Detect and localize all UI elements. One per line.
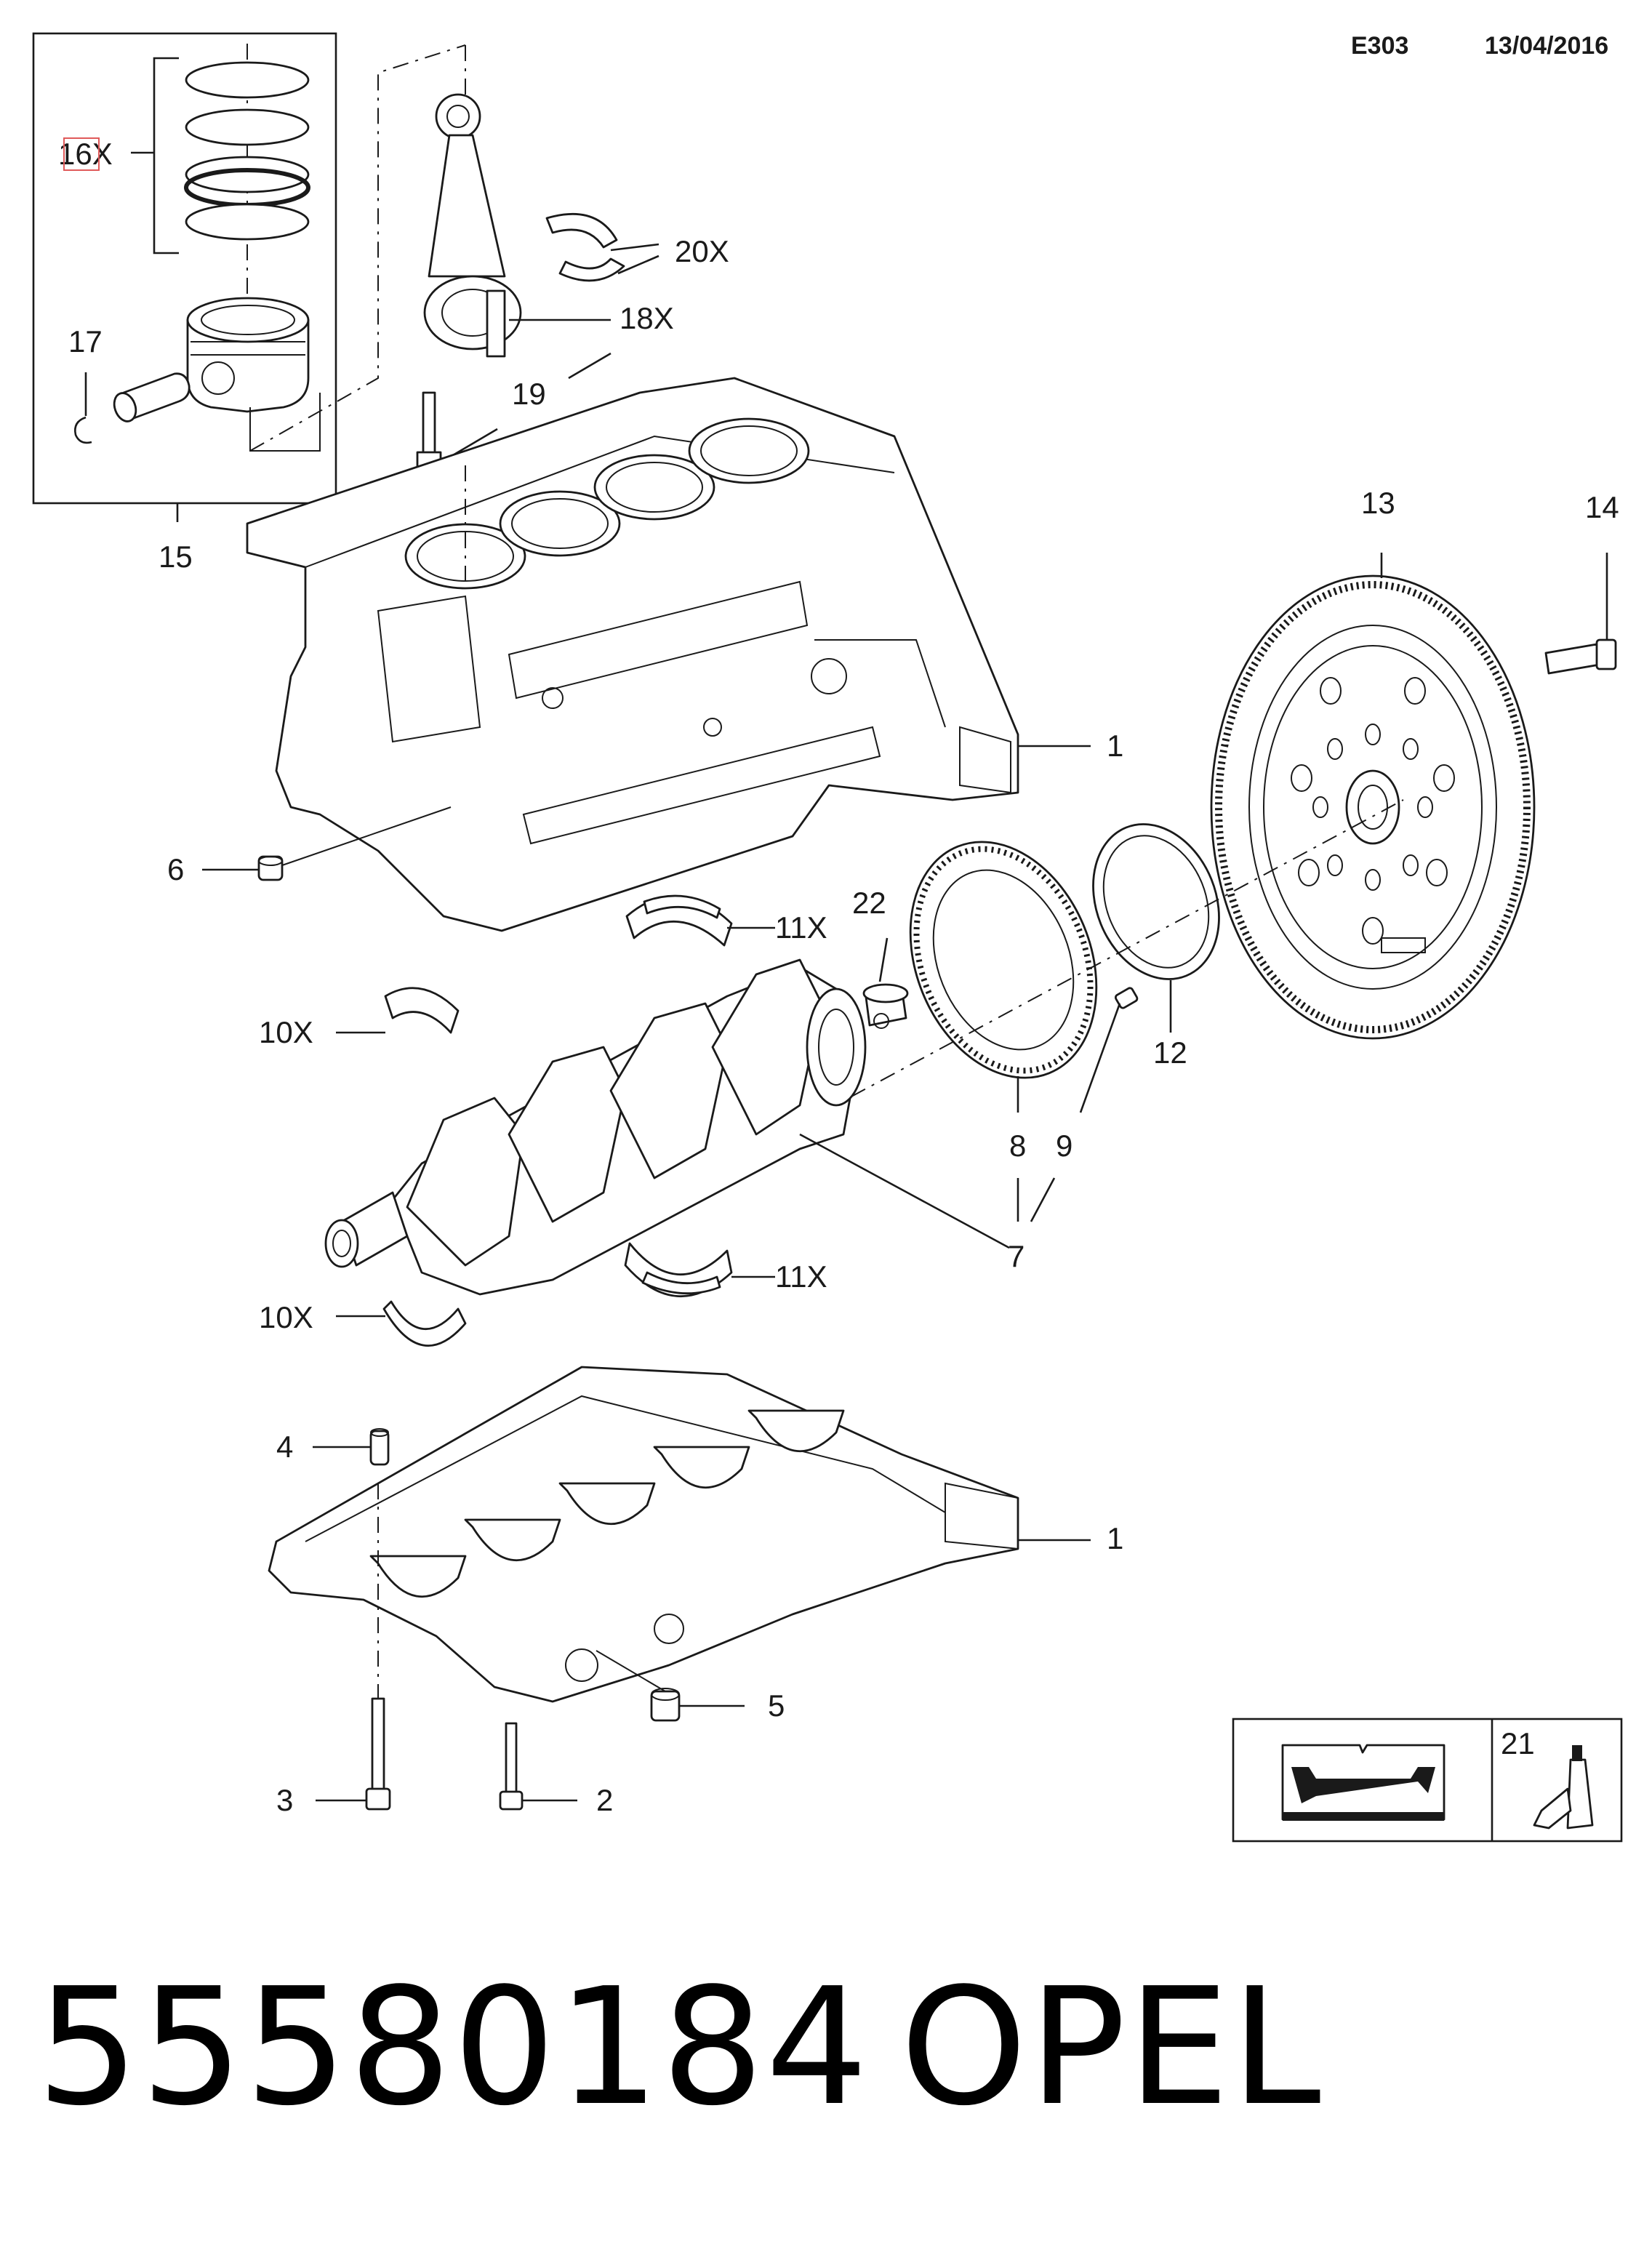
bedplate-bolt-short: [499, 1722, 577, 1811]
diagram-code: E303: [1351, 32, 1408, 60]
callout-1-top: 1: [1107, 729, 1123, 763]
bedplate-bolt-long: [316, 1697, 391, 1811]
manual-book-wrench-icon: [1281, 1744, 1446, 1821]
piston-kit-group: [32, 32, 466, 522]
lower-crankcase-bedplate: [268, 1366, 1091, 1731]
callout-17: 17: [68, 324, 103, 358]
upper-engine-block: [246, 377, 1091, 932]
lubricant-tube-icon: [1533, 1745, 1594, 1830]
piston-pin: [113, 372, 191, 422]
callout-11x-bottom: 11X: [775, 1259, 827, 1294]
callout-11x-top: 11X: [775, 910, 827, 945]
brand-name: OPEL: [900, 1954, 1323, 2141]
part-number: 55580184: [36, 1954, 870, 2141]
callout-7: 7: [1008, 1239, 1025, 1273]
piston: [186, 297, 321, 452]
callout-15: 15: [159, 540, 193, 574]
flywheel-bolt: [1544, 553, 1617, 675]
diagram-date: 13/04/2016: [1485, 32, 1608, 60]
callout-10x-top: 10X: [259, 1015, 313, 1049]
crankshaft-rear-seal: [1092, 823, 1220, 1033]
main-bearing-shells-lower: [624, 1242, 775, 1297]
legend-box: [1232, 1718, 1623, 1843]
callout-12: 12: [1153, 1035, 1187, 1070]
callout-6: 6: [167, 852, 184, 886]
callout-21: 21: [1501, 1726, 1535, 1760]
callout-20x: 20X: [675, 234, 729, 268]
callout-10x-bottom: 10X: [259, 1300, 313, 1334]
callout-1-bottom: 1: [1107, 1521, 1123, 1555]
callout-16x-highlight: [63, 137, 100, 171]
circlip: [74, 416, 92, 444]
main-bearing-shell-upper-left: [336, 987, 460, 1034]
flywheel: [1210, 553, 1536, 1040]
callout-4: 4: [276, 1430, 293, 1464]
callout-13: 13: [1361, 486, 1395, 520]
piston-rings: [184, 61, 310, 241]
reluctor-screw: [1079, 987, 1139, 1113]
callout-9: 9: [1056, 1129, 1072, 1163]
callout-22: 22: [852, 886, 886, 920]
main-bearing-shell-lower-left: [336, 1300, 467, 1347]
reluctor-ring: [909, 841, 1098, 1113]
callout-19: 19: [512, 377, 546, 411]
block-plug: [202, 806, 452, 881]
main-bearing-shells-upper: [625, 894, 775, 947]
callout-5: 5: [768, 1688, 785, 1723]
pilot-bushing: [862, 937, 909, 1029]
callout-8: 8: [1009, 1129, 1026, 1163]
crankshaft: [324, 958, 1010, 1296]
callout-14: 14: [1585, 490, 1619, 524]
callout-2: 2: [596, 1783, 613, 1817]
bedplate-plug: [596, 1650, 745, 1722]
connecting-rod: [423, 45, 611, 358]
flywheel-bolt-holes: [1291, 677, 1455, 945]
dowel-pin: [313, 1428, 390, 1466]
callout-3: 3: [276, 1783, 293, 1817]
rod-bearing-shells: [545, 212, 659, 282]
callout-16x: 16X: [58, 137, 113, 171]
callout-18x: 18X: [620, 301, 674, 335]
